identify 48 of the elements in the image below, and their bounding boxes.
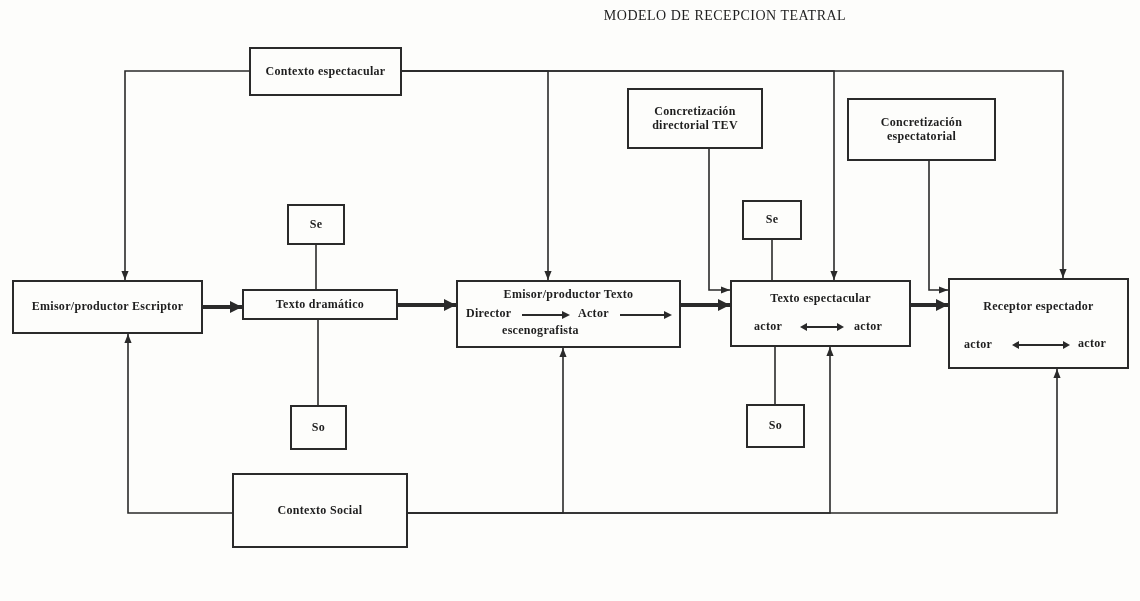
box-label: So: [768, 419, 783, 433]
arrow: [124, 333, 233, 514]
process-box: [730, 280, 911, 347]
arrow: [398, 299, 456, 311]
process-box: [948, 278, 1129, 369]
box-label: Emisor/productor Texto: [502, 288, 635, 302]
arrow: [407, 368, 1061, 514]
arrow: [121, 70, 250, 281]
process-box: [232, 473, 408, 548]
process-box: [242, 289, 398, 320]
connector-line: [317, 319, 319, 406]
box-label: Texto dramático: [275, 297, 365, 312]
process-box: [627, 88, 763, 149]
process-box: [287, 204, 345, 245]
connector-line: [315, 244, 317, 290]
process-box: [249, 47, 402, 96]
box-label: Concretización espectatorial: [879, 115, 964, 144]
box-label: actor: [854, 320, 883, 334]
box-label: Concretización directorial TEV: [651, 104, 739, 133]
box-label: Actor: [578, 307, 609, 321]
arrow: [203, 301, 242, 313]
connector-line: [771, 239, 773, 281]
arrow: [928, 160, 949, 294]
process-box: [290, 405, 347, 450]
box-label: Receptor espectador: [982, 300, 1095, 314]
box-label: Director: [466, 307, 512, 321]
box-label: Se: [309, 217, 323, 232]
box-label: So: [311, 420, 326, 435]
connector-line: [774, 346, 776, 405]
process-box: [12, 280, 203, 334]
process-box: [742, 200, 802, 240]
process-box: [456, 280, 681, 348]
arrow: [681, 299, 730, 311]
arrow: [708, 148, 731, 294]
box-label: Contexto espectacular: [265, 64, 386, 79]
box-label: actor: [754, 320, 783, 334]
box-label: actor: [964, 338, 993, 352]
process-box: [746, 404, 805, 448]
box-label: Se: [765, 213, 779, 227]
box-label: Texto espectacular: [769, 292, 872, 306]
arrow: [401, 70, 1067, 279]
box-label: Emisor/productor Escriptor: [31, 300, 184, 314]
box-label: Contexto Social: [277, 503, 363, 518]
arrow: [911, 299, 948, 311]
box-label: actor: [1078, 337, 1107, 351]
diagram-title: MODELO DE RECEPCION TEATRAL: [602, 8, 848, 24]
process-box: [847, 98, 996, 161]
box-label: escenografista: [502, 324, 579, 338]
